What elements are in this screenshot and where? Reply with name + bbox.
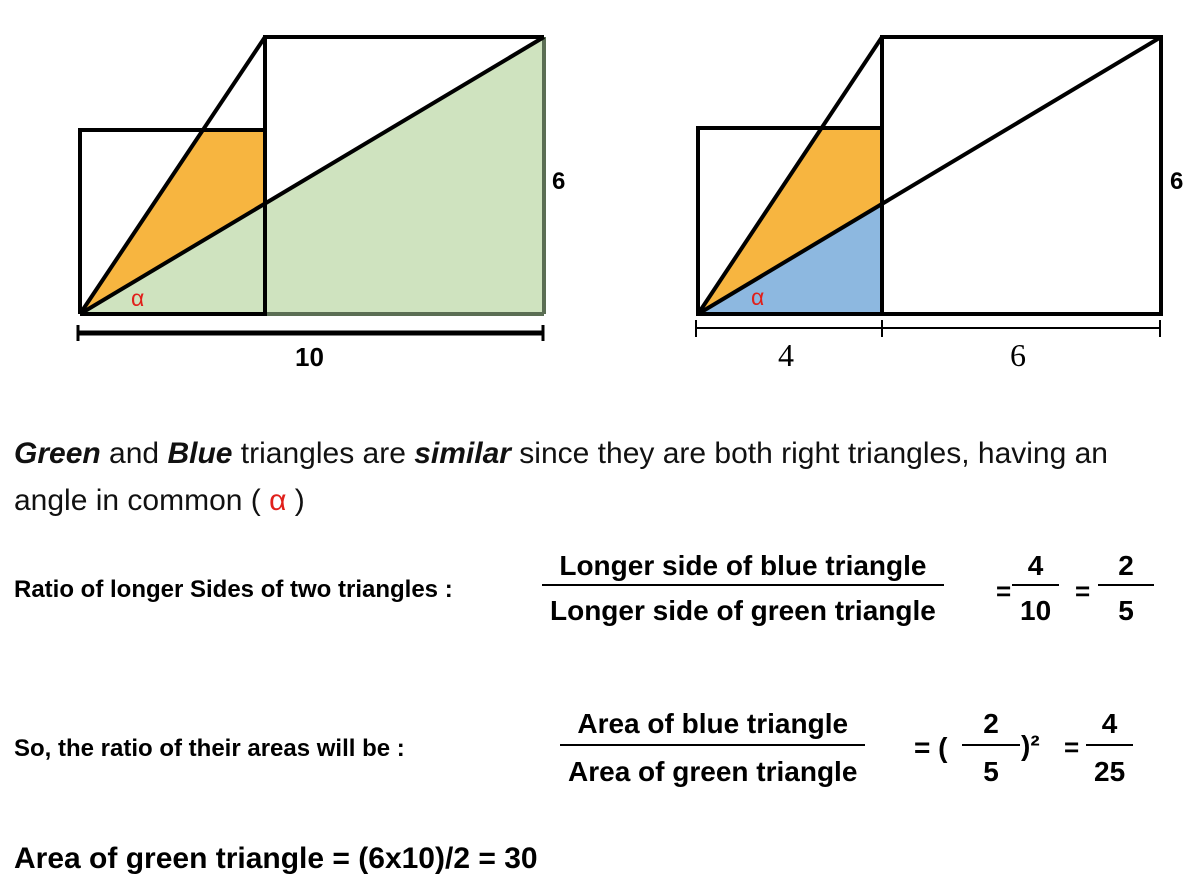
diagonal-line <box>78 35 546 316</box>
height-label-left: 6 <box>552 168 566 195</box>
orange-region <box>80 130 265 314</box>
fraction-denominator: 10 <box>1020 595 1052 626</box>
fraction-bar <box>1012 584 1060 586</box>
statement-text: since they are both right triangles, hav… <box>14 437 1108 517</box>
fraction-numerator: Longer side of blue triangle <box>559 550 927 581</box>
equals-sign: = <box>996 576 1012 606</box>
fraction-numerator: Area of blue triangle <box>577 708 849 739</box>
fraction-bar <box>560 744 866 746</box>
ratio-sides-label: Ratio of longer Sides of two triangles : <box>14 576 453 603</box>
fraction-denominator: 5 <box>1118 595 1134 626</box>
ratio-sides-fraction: Longer side of blue triangle Longer side… <box>542 548 944 636</box>
equals-sign: = <box>1064 732 1080 762</box>
base-label-left: 10 <box>295 342 324 372</box>
fraction-bar <box>542 584 944 586</box>
fraction-2-5-squared: 2 5 <box>962 704 1020 798</box>
close-paren-squared: )² <box>1021 730 1040 761</box>
fraction-numerator: 4 <box>1101 708 1118 739</box>
left-figure <box>76 35 546 341</box>
fraction-bar <box>1086 744 1134 746</box>
fraction-numerator: 2 <box>983 708 999 739</box>
figure-diagrams <box>76 35 1163 341</box>
alpha-label-left: α <box>131 285 145 311</box>
alpha-inline: α <box>269 484 287 517</box>
big-square-outline <box>880 35 1163 316</box>
fraction-2-5: 2 5 <box>1098 548 1154 636</box>
alpha-label-right: α <box>751 284 765 310</box>
statement-text: ) <box>286 484 305 517</box>
fraction-denominator: 5 <box>983 756 999 787</box>
slanted-line <box>78 35 267 316</box>
fraction-numerator: 4 <box>1027 550 1044 581</box>
equals-open-paren: = ( <box>914 732 948 763</box>
equals-sign: = <box>1075 576 1091 606</box>
fraction-bar <box>1098 584 1154 586</box>
similarity-statement: Green and Blue triangles are similar sin… <box>14 430 1184 524</box>
ratio-areas-label: So, the ratio of their areas will be : <box>14 735 405 762</box>
fraction-denominator: 25 <box>1094 756 1126 787</box>
base-label-4: 4 <box>778 337 794 373</box>
fraction-bar <box>962 744 1020 746</box>
green-area-result: Area of green triangle = (6x10)/2 = 30 <box>14 842 538 875</box>
ratio-areas-fraction: Area of blue triangle Area of green tria… <box>560 704 866 798</box>
fraction-4-25: 4 25 <box>1086 704 1134 798</box>
diagonal-line <box>696 35 1163 316</box>
statement-text: and <box>100 437 168 470</box>
statement-text: triangles are <box>232 437 415 470</box>
fraction-denominator: Area of green triangle <box>568 756 858 787</box>
word-green: Green <box>14 437 101 470</box>
right-figure <box>695 35 1163 337</box>
orange-region <box>698 128 882 314</box>
word-similar: similar <box>414 437 511 470</box>
fraction-denominator: Longer side of green triangle <box>550 595 936 626</box>
slanted-line <box>696 35 884 316</box>
fraction-numerator: 2 <box>1118 550 1134 581</box>
base-label-6: 6 <box>1010 337 1026 373</box>
height-label-right: 6 <box>1170 168 1184 195</box>
fraction-4-10: 4 10 <box>1012 548 1060 636</box>
word-blue: Blue <box>167 437 233 470</box>
